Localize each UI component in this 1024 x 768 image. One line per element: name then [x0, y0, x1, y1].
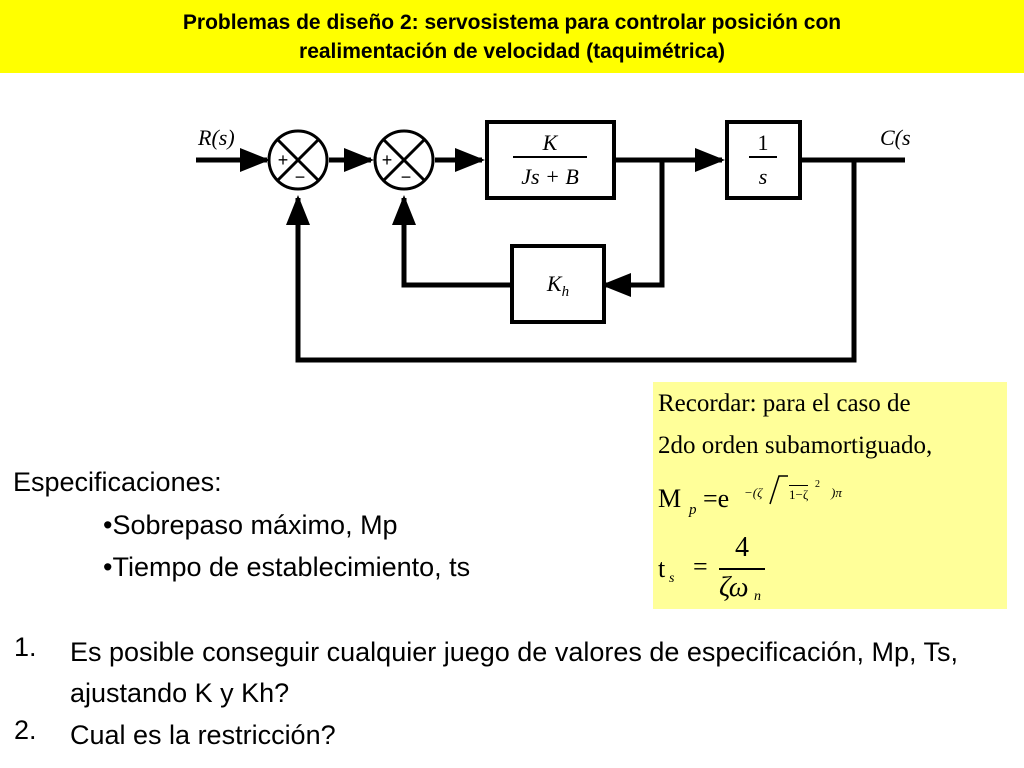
integrator-denominator: s	[759, 164, 768, 189]
spec-item-settling-time: •Tiempo de establecimiento, ts	[103, 552, 471, 582]
specs-heading: Especificaciones:	[13, 467, 222, 497]
ts-fraction-bar	[719, 568, 765, 570]
ts-numerator: 4	[735, 532, 749, 563]
mp-exponent-left: −(ζ	[744, 485, 763, 500]
sum1-minus-sign: −	[295, 167, 306, 187]
ts-symbol: t	[658, 554, 666, 583]
svg-text:Kh: Kh	[546, 271, 569, 300]
sum2-minus-sign: −	[401, 167, 412, 187]
mp-radicand: 1−ζ	[789, 485, 809, 503]
title-line-2: realimentación de velocidad (taquimétric…	[299, 39, 725, 63]
position-feedback-line	[286, 160, 857, 363]
ts-denominator-subscript: n	[754, 589, 761, 604]
question-1-text: Es posible conseguir cualquier juego de …	[70, 637, 959, 708]
spec-item-overshoot: •Sobrepaso máximo, Mp	[103, 510, 398, 540]
velocity-feedback-line	[601, 160, 665, 297]
mp-equals-e: =e	[703, 484, 730, 513]
sum1-plus-sign: +	[278, 150, 289, 170]
mp-radicand-text: 1−ζ	[789, 487, 809, 502]
tacho-gain-subscript: h	[562, 284, 570, 300]
integrator-block: 1 s	[725, 120, 802, 200]
plant-numerator: K	[542, 130, 559, 155]
title-bar: Problemas de diseño 2: servosistema para…	[0, 0, 1024, 73]
plant-denominator: Js + B	[521, 164, 579, 189]
plant-block: K Js + B	[485, 120, 616, 200]
input-label: R(s)	[197, 125, 235, 150]
tacho-gain-label: K	[546, 271, 563, 296]
ts-subscript: s	[669, 571, 675, 586]
mp-subscript: p	[689, 502, 697, 518]
output-label: C(s	[880, 125, 911, 150]
recordar-line-2: 2do orden subamortiguado,	[658, 432, 933, 459]
summing-junction-2: + −	[373, 129, 435, 191]
recordar-line-1: Recordar: para el caso de	[658, 390, 911, 417]
tacho-block: Kh	[510, 244, 606, 324]
question-2-text: Cual es la restricción?	[70, 720, 336, 750]
ts-equals: =	[693, 552, 708, 581]
mp-symbol: M	[658, 484, 682, 513]
summing-junction-1: + −	[267, 129, 329, 191]
integrator-numerator: 1	[758, 130, 769, 155]
question-2-number: 2.	[14, 715, 37, 745]
question-1-number: 1.	[14, 632, 37, 662]
mp-radical-sign	[769, 475, 788, 505]
sum2-plus-sign: +	[382, 150, 393, 170]
ts-denominator: ζω	[719, 572, 749, 603]
title-line-1: Problemas de diseño 2: servosistema para…	[182, 10, 842, 34]
tacho-feedback-line	[392, 195, 512, 288]
mp-exponent-square: 2	[815, 479, 820, 490]
recordar-box: Recordar: para el caso de 2do orden suba…	[653, 382, 1007, 609]
mp-exponent-right: )π	[831, 485, 842, 500]
